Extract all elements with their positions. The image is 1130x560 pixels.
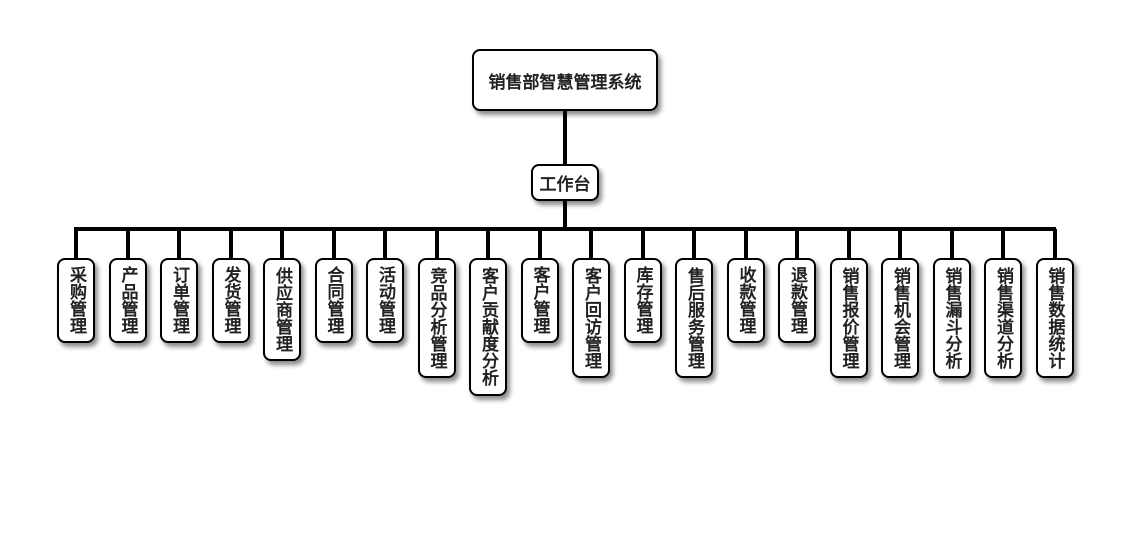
child-connector: [331, 229, 336, 258]
child-node[interactable]: 产品管理: [108, 258, 147, 343]
child-connector: [589, 229, 593, 258]
child-node[interactable]: 库存管理: [623, 258, 662, 343]
child-node[interactable]: 销售漏斗分析: [932, 258, 971, 379]
child-node-label: 竞品分析管理: [426, 267, 447, 370]
child-node-label: 活动管理: [375, 266, 395, 335]
child-connector: [743, 229, 748, 258]
child-connector: [795, 229, 799, 258]
child-node[interactable]: 客户管理: [520, 258, 559, 343]
child-node-label: 销售机会管理: [890, 267, 910, 370]
root-node-label: 销售部智慧管理系统: [488, 72, 642, 93]
child-connector: [898, 229, 902, 258]
child-connector: [74, 229, 78, 258]
child-node[interactable]: 发货管理: [211, 258, 250, 343]
child-node[interactable]: 采购管理: [57, 258, 95, 343]
child-connector: [846, 229, 851, 258]
child-node-label: 售后服务管理: [684, 267, 704, 370]
child-connector: [640, 229, 645, 258]
child-node-label: 发货管理: [220, 266, 241, 335]
child-node[interactable]: 销售报价管理: [829, 258, 868, 379]
child-node-label: 客户回访管理: [581, 267, 601, 370]
child-node[interactable]: 客户贡献度分析: [469, 258, 507, 396]
child-node[interactable]: 收款管理: [726, 258, 765, 343]
child-node-label: 退款管理: [787, 266, 807, 335]
child-connector: [228, 229, 233, 258]
child-node-label: 销售报价管理: [838, 267, 859, 370]
child-node[interactable]: 客户回访管理: [572, 258, 610, 379]
hub-node-label: 工作台: [539, 175, 591, 195]
child-node[interactable]: 供应商管理: [263, 258, 301, 361]
root-node[interactable]: 销售部智慧管理系统: [472, 49, 658, 111]
child-connector: [177, 229, 181, 258]
child-node-label: 销售渠道分析: [993, 267, 1013, 370]
child-node[interactable]: 销售机会管理: [881, 258, 919, 379]
child-connector: [1052, 229, 1057, 258]
child-node[interactable]: 订单管理: [160, 258, 198, 343]
child-connector: [434, 229, 439, 258]
child-connector: [949, 229, 954, 258]
child-connector: [383, 229, 387, 258]
child-node[interactable]: 活动管理: [366, 258, 404, 343]
child-node[interactable]: 销售数据统计: [1035, 258, 1074, 379]
child-node[interactable]: 售后服务管理: [675, 258, 713, 379]
child-node[interactable]: 竞品分析管理: [417, 258, 456, 379]
child-connector: [486, 229, 490, 258]
child-connector: [692, 229, 696, 258]
child-node[interactable]: 退款管理: [778, 258, 816, 343]
children-bus-line: [74, 227, 1056, 231]
child-node-label: 客户贡献度分析: [478, 267, 498, 387]
child-connector: [537, 229, 542, 258]
child-node-label: 客户管理: [529, 266, 550, 335]
child-node[interactable]: 合同管理: [314, 258, 353, 343]
child-node-label: 合同管理: [323, 266, 344, 335]
child-node-label: 销售漏斗分析: [941, 267, 962, 370]
hub-node[interactable]: 工作台: [531, 164, 599, 201]
child-connector: [125, 229, 130, 258]
hub-to-bus-connector: [563, 201, 567, 229]
root-to-hub-connector: [563, 111, 567, 164]
child-node-label: 订单管理: [169, 266, 189, 335]
child-node-label: 销售数据统计: [1044, 267, 1065, 370]
child-connector: [1001, 229, 1005, 258]
child-connector: [280, 229, 284, 258]
child-node-label: 产品管理: [117, 266, 138, 335]
child-node-label: 库存管理: [632, 266, 653, 335]
child-node[interactable]: 销售渠道分析: [984, 258, 1022, 379]
child-node-label: 收款管理: [735, 266, 756, 335]
child-node-label: 采购管理: [66, 266, 86, 335]
child-node-label: 供应商管理: [272, 266, 292, 352]
